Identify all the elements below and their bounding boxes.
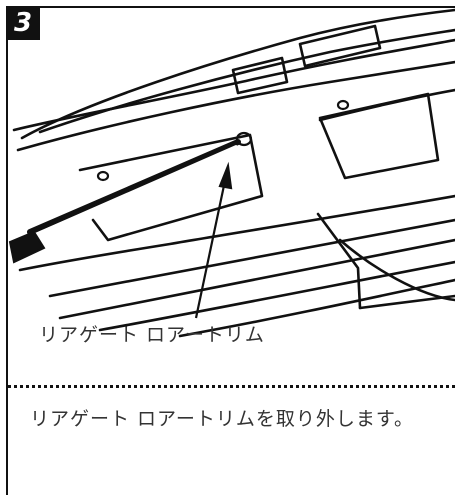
window-slot-left <box>231 56 289 95</box>
trim-lower-left <box>18 194 455 272</box>
trim-back-contour <box>16 60 455 152</box>
dotted-separator <box>8 385 455 388</box>
trim-lower-3 <box>98 260 455 332</box>
trim-lower-1 <box>48 218 455 298</box>
clip-hole-left <box>96 170 110 182</box>
step-frame <box>6 6 455 495</box>
callout-arrow <box>194 161 233 319</box>
clip-position-target <box>235 131 253 147</box>
trim-tool <box>8 139 241 264</box>
left-recess <box>78 133 264 242</box>
trim-contour <box>12 38 455 132</box>
callout-label: リアゲート ロアートリム <box>39 324 265 346</box>
trim-lower-4 <box>178 278 455 338</box>
instruction-text: リアゲート ロアートリムを取り外します。 <box>30 408 415 430</box>
trim-lower-2 <box>58 238 455 320</box>
window-slot-right <box>298 24 382 68</box>
clip-hole-right <box>336 99 350 111</box>
trim-bottom <box>358 294 455 310</box>
trim-upper-edge <box>20 8 455 140</box>
rear-gate-lower-trim-illustration <box>8 8 455 338</box>
step-number-badge: 3 <box>6 6 40 40</box>
trim-divider-a <box>316 212 362 310</box>
tool-handle <box>8 230 46 264</box>
trim-right-curve <box>318 88 455 122</box>
right-recess <box>318 92 440 180</box>
